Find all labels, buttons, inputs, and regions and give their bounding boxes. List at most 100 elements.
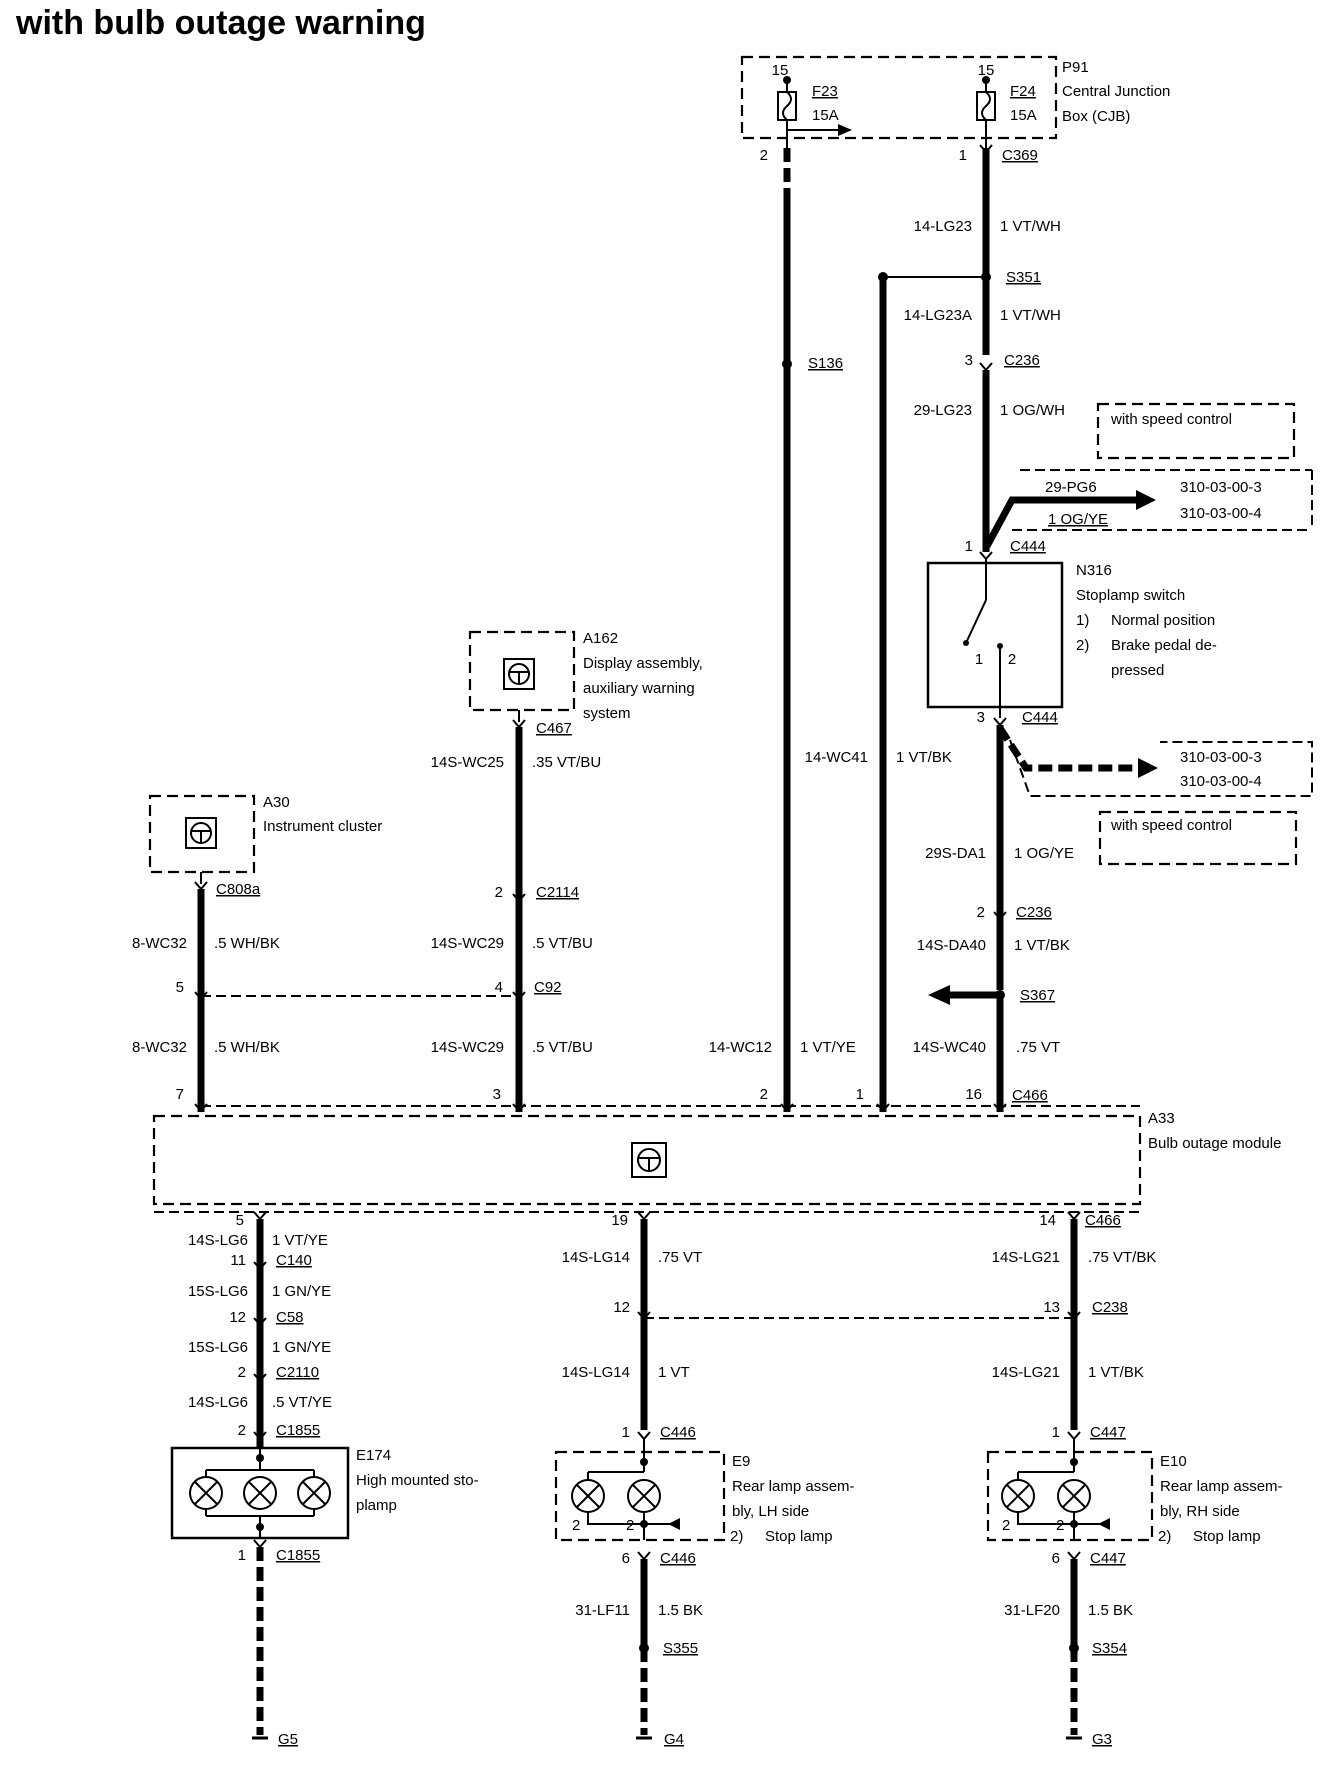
cjb-box: P91 Central Junction Box (CJB) <box>740 55 1170 140</box>
wire-lg6a-color: 1 VT/YE <box>272 1232 328 1249</box>
c238-pin-right: 13 <box>1043 1299 1060 1316</box>
cjb-name-line1: Central Junction <box>1062 83 1170 100</box>
speed-control-label-2: with speed control <box>1110 817 1232 834</box>
ref1a: 310-03-00-3 <box>1180 479 1262 496</box>
wire-da1-color: 1 OG/YE <box>1014 845 1074 862</box>
c92-pin-left: 5 <box>176 979 184 996</box>
bulb-icon <box>1057 1479 1091 1513</box>
display-a162: A162 Display assembly, auxiliary warning… <box>468 630 703 722</box>
e9-note-num: 2) <box>730 1528 743 1545</box>
n316-id: N316 <box>1076 562 1112 579</box>
connector-c447b: C447 <box>1090 1550 1126 1567</box>
connector-c808a: C808a <box>216 881 261 898</box>
module-icon <box>185 817 217 849</box>
bulb-icon <box>297 1476 331 1510</box>
connector-c1855b: C1855 <box>276 1547 320 1564</box>
stoplamp-switch-n316: 1 2 N316 Stoplamp switch 1) Normal posit… <box>926 559 1217 709</box>
a162-line1: Display assembly, <box>583 655 703 672</box>
wire-lg23-code: 14-LG23 <box>914 218 972 235</box>
wire-lg21a-color: .75 VT/BK <box>1088 1249 1156 1266</box>
c236b-pin: 2 <box>977 904 985 921</box>
speed-control-box-2 <box>1098 810 1298 866</box>
page-title: with bulb outage warning <box>16 4 426 42</box>
wire-lg6c-code: 15S-LG6 <box>188 1339 248 1356</box>
wire-lg21a-code: 14S-LG21 <box>992 1249 1060 1266</box>
c2110-pin: 2 <box>238 1364 246 1381</box>
wire-lg6a-code: 14S-LG6 <box>188 1232 248 1249</box>
wire-lg23b-color: 1 OG/WH <box>1000 402 1065 419</box>
speed-control-label-1: with speed control <box>1110 411 1232 428</box>
c92-pin-right: 4 <box>495 979 503 996</box>
connector-c466b: C466 <box>1085 1212 1121 1229</box>
arrow-icon <box>838 124 852 136</box>
wire-lg21b-code: 14S-LG21 <box>992 1364 1060 1381</box>
c447b-pin: 6 <box>1052 1550 1060 1567</box>
wire-lg6b-code: 15S-LG6 <box>188 1283 248 1300</box>
e9-note: Stop lamp <box>765 1528 833 1545</box>
wire-lg6d-color: .5 VT/YE <box>272 1394 332 1411</box>
n316-note1-num: 1) <box>1076 612 1089 629</box>
e10-note-num: 2) <box>1158 1528 1171 1545</box>
e10-line1: Rear lamp assem- <box>1160 1478 1283 1495</box>
a33-pin-5: 5 <box>236 1212 244 1229</box>
module-icon <box>503 658 535 690</box>
c446b-pin: 6 <box>622 1550 630 1567</box>
rear-lamp-e10: 2 2 E10 Rear lamp assem- bly, RH side 2)… <box>986 1439 1283 1545</box>
ref2a: 310-03-00-3 <box>1180 749 1262 766</box>
splice-s354: S354 <box>1092 1640 1127 1657</box>
wire-wc12-color: 1 VT/YE <box>800 1039 856 1056</box>
wire-lg14a-color: .75 VT <box>658 1249 702 1266</box>
splice-s136: S136 <box>808 355 843 372</box>
c238-pin-left: 12 <box>613 1299 630 1316</box>
wire-lf20-color: 1.5 BK <box>1088 1602 1133 1619</box>
wire-da40-color: 1 VT/BK <box>1014 937 1070 954</box>
wire-wc41-color: 1 VT/BK <box>896 749 952 766</box>
wire-wc32a-color: .5 WH/BK <box>214 935 280 952</box>
connector-c140: C140 <box>276 1252 312 1269</box>
a162-line3: system <box>583 705 631 722</box>
bulb-icon <box>243 1476 277 1510</box>
a30-line1: Instrument cluster <box>263 818 382 835</box>
wire-lg23a-color: 1 VT/WH <box>1000 307 1061 324</box>
a33-pin-2: 2 <box>760 1086 768 1103</box>
a33-pin-7: 7 <box>176 1086 184 1103</box>
wire-lf11-code: 31-LF11 <box>575 1602 630 1619</box>
connector-c238: C238 <box>1092 1299 1128 1316</box>
e9-id: E9 <box>732 1453 750 1470</box>
connector-c444b: C444 <box>1022 709 1058 726</box>
c140-pin: 11 <box>230 1252 246 1269</box>
a33-pin-19: 19 <box>611 1212 628 1229</box>
e9-pin-b: 2 <box>626 1517 634 1534</box>
n316-note1: Normal position <box>1111 612 1215 629</box>
arrow-icon <box>1138 758 1158 778</box>
c444a-pin: 1 <box>965 538 973 555</box>
connector-c2110: C2110 <box>276 1364 319 1381</box>
arrow-icon <box>1136 490 1156 510</box>
n316-name: Stoplamp switch <box>1076 587 1185 604</box>
arrow-icon <box>928 985 950 1005</box>
connector-c2114: C2114 <box>536 884 579 901</box>
wire-lf20-code: 31-LF20 <box>1004 1602 1060 1619</box>
wire-wc12-code: 14-WC12 <box>709 1039 772 1056</box>
f23-id: F23 <box>812 83 838 100</box>
wire-wc40-code: 14S-WC40 <box>913 1039 986 1056</box>
wire-lf11-color: 1.5 BK <box>658 1602 703 1619</box>
wire-lg14b-color: 1 VT <box>658 1364 690 1381</box>
e10-note: Stop lamp <box>1193 1528 1261 1545</box>
wire-lg6c-color: 1 GN/YE <box>272 1339 331 1356</box>
c444b-pin: 3 <box>977 709 985 726</box>
connector-c58: C58 <box>276 1309 304 1326</box>
wire-lg14a-code: 14S-LG14 <box>562 1249 630 1266</box>
splice-s355: S355 <box>663 1640 698 1657</box>
connector-c447a: C447 <box>1090 1424 1126 1441</box>
a33-line1: Bulb outage module <box>1148 1135 1281 1152</box>
connector-c236b: C236 <box>1016 904 1052 921</box>
c446a-pin: 1 <box>622 1424 630 1441</box>
wire-lg14b-code: 14S-LG14 <box>562 1364 630 1381</box>
wire-wc29b-color: .5 VT/BU <box>532 1039 593 1056</box>
n316-note2-line1: Brake pedal de- <box>1111 637 1217 654</box>
cjb-id: P91 <box>1062 59 1089 76</box>
connector-c1855a: C1855 <box>276 1422 320 1439</box>
connector-c444a: C444 <box>1010 538 1046 555</box>
